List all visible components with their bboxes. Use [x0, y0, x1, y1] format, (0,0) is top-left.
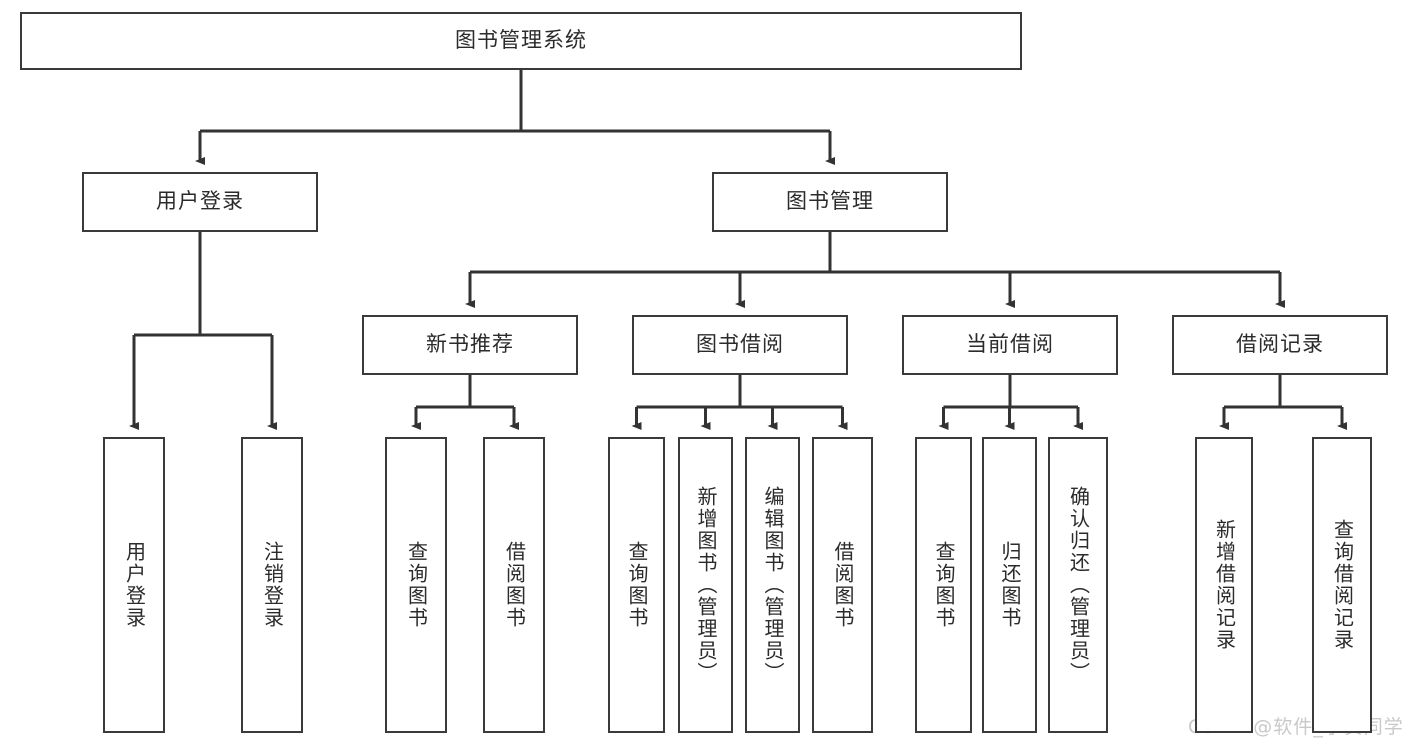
- node-leaf-borrow-book-1[interactable]: 借阅图书: [483, 437, 545, 733]
- node-new-book-rec[interactable]: 新书推荐: [362, 315, 578, 375]
- node-borrow-record[interactable]: 借阅记录: [1172, 315, 1388, 375]
- node-leaf-return-book-label: 归还图书: [998, 541, 1022, 629]
- node-leaf-query-record-label: 查询借阅记录: [1330, 519, 1355, 651]
- node-leaf-add-record[interactable]: 新增借阅记录: [1195, 437, 1253, 733]
- node-leaf-borrow-book-2-label: 借阅图书: [831, 541, 855, 629]
- node-book-borrow[interactable]: 图书借阅: [632, 315, 848, 375]
- node-book-manage-label: 图书管理: [786, 189, 874, 214]
- node-leaf-logout[interactable]: 注销登录: [241, 437, 303, 733]
- node-root[interactable]: 图书管理系统: [20, 12, 1022, 70]
- node-user-login[interactable]: 用户登录: [82, 172, 318, 232]
- node-book-borrow-label: 图书借阅: [696, 332, 784, 357]
- node-leaf-user-login[interactable]: 用户登录: [103, 437, 165, 733]
- node-current-borrow[interactable]: 当前借阅: [902, 315, 1118, 375]
- node-leaf-logout-label: 注销登录: [260, 541, 285, 629]
- node-leaf-query-book-3[interactable]: 查询图书: [915, 437, 972, 733]
- node-leaf-user-login-label: 用户登录: [122, 541, 147, 629]
- node-leaf-query-record[interactable]: 查询借阅记录: [1312, 437, 1372, 733]
- node-leaf-return-book[interactable]: 归还图书: [982, 437, 1037, 733]
- node-leaf-borrow-book-1-label: 借阅图书: [502, 541, 527, 629]
- node-leaf-confirm-return-label: 确认归还（管理员）: [1066, 486, 1091, 684]
- node-book-manage[interactable]: 图书管理: [712, 172, 948, 232]
- node-leaf-query-book-2-label: 查询图书: [625, 541, 649, 629]
- node-borrow-record-label: 借阅记录: [1236, 332, 1324, 357]
- node-leaf-add-record-label: 新增借阅记录: [1212, 519, 1237, 651]
- node-leaf-query-book-2[interactable]: 查询图书: [608, 437, 665, 733]
- node-leaf-query-book-1[interactable]: 查询图书: [385, 437, 447, 733]
- node-leaf-edit-book[interactable]: 编辑图书（管理员）: [745, 437, 800, 733]
- node-leaf-edit-book-label: 编辑图书（管理员）: [761, 486, 785, 684]
- node-current-borrow-label: 当前借阅: [966, 332, 1054, 357]
- node-root-label: 图书管理系统: [455, 28, 587, 53]
- node-leaf-confirm-return[interactable]: 确认归还（管理员）: [1048, 437, 1108, 733]
- node-leaf-add-book-label: 新增图书（管理员）: [694, 486, 718, 684]
- node-leaf-query-book-1-label: 查询图书: [404, 541, 429, 629]
- node-leaf-add-book[interactable]: 新增图书（管理员）: [678, 437, 733, 733]
- node-leaf-borrow-book-2[interactable]: 借阅图书: [812, 437, 873, 733]
- node-new-book-rec-label: 新书推荐: [426, 332, 514, 357]
- node-leaf-query-book-3-label: 查询图书: [932, 541, 956, 629]
- node-user-login-label: 用户登录: [156, 189, 244, 214]
